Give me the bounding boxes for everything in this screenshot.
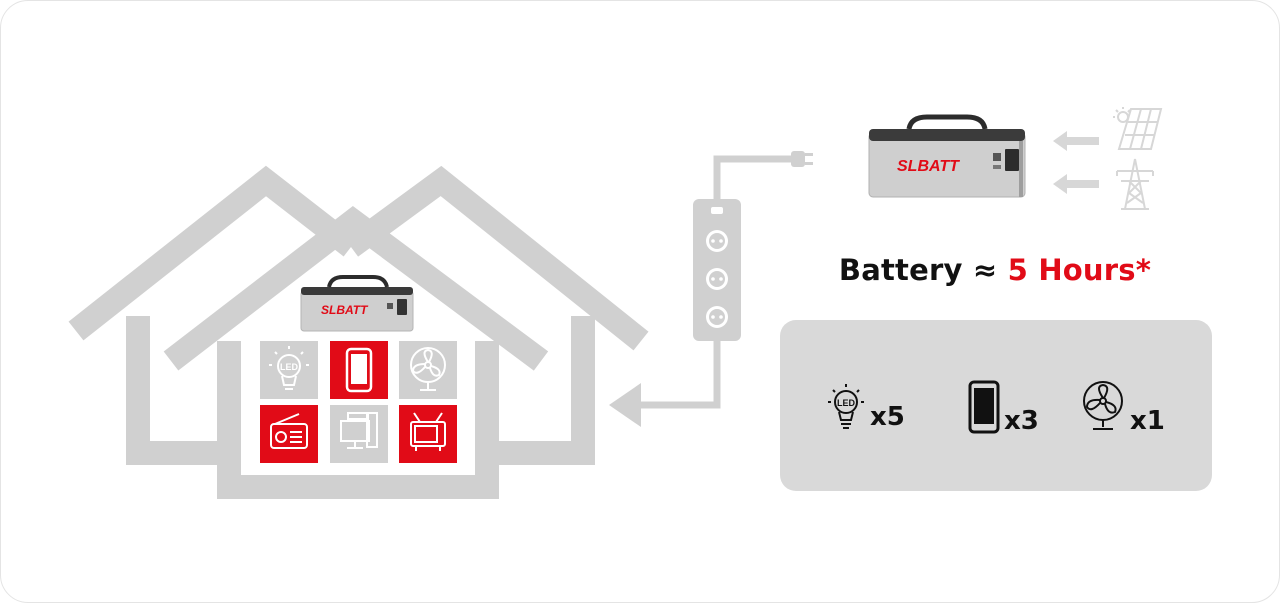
load-item-smartphone: x3	[968, 380, 1039, 434]
power-grid-icon	[1116, 158, 1154, 210]
led-icon-label: LED	[837, 398, 856, 408]
led-bulb-icon	[269, 346, 309, 390]
television-tile	[399, 405, 457, 463]
radio-tile	[260, 405, 318, 463]
runtime-prefix: Battery ≈	[838, 253, 1008, 287]
loads-panel: LED x5 x3 x1	[780, 320, 1212, 491]
input-arrows	[1053, 131, 1099, 194]
load-item-fan: x1	[1080, 380, 1165, 434]
power-strip	[693, 199, 741, 341]
smartphone-icon	[345, 347, 373, 393]
plug-icon	[791, 151, 813, 167]
fan-icon	[410, 347, 446, 391]
led-label: LED	[280, 362, 299, 372]
television-icon	[410, 412, 446, 451]
runtime-value: 5 Hours*	[1007, 253, 1152, 287]
led-count: x5	[870, 402, 905, 432]
load-item-led: LED x5	[826, 380, 905, 430]
smartphone-tile	[330, 341, 388, 399]
fan-tile	[399, 341, 457, 399]
solar-panel-icon	[1113, 107, 1163, 150]
appliance-grid: LED	[260, 341, 457, 463]
led-bulb-tile: LED	[260, 341, 318, 399]
smartphone-count: x3	[1004, 406, 1039, 436]
power-cable	[631, 155, 791, 409]
smartphone-icon	[968, 380, 1000, 434]
computer-icon	[340, 412, 378, 449]
radio-icon	[270, 413, 308, 449]
battery-unit-small: SLBATT	[300, 275, 414, 332]
led-bulb-icon: LED	[828, 384, 864, 429]
arrow-into-house	[609, 383, 641, 427]
runtime-title: Battery ≈ 5 Hours*	[781, 253, 1209, 287]
brand-logo-small: SLBATT	[321, 303, 369, 317]
fan-count: x1	[1130, 406, 1165, 436]
house-outline	[68, 165, 649, 499]
desktop-computer-tile	[330, 405, 388, 463]
fan-icon	[1083, 381, 1123, 430]
brand-logo-main: SLBATT	[897, 158, 960, 175]
battery-unit-main: SLBATT	[868, 114, 1026, 198]
